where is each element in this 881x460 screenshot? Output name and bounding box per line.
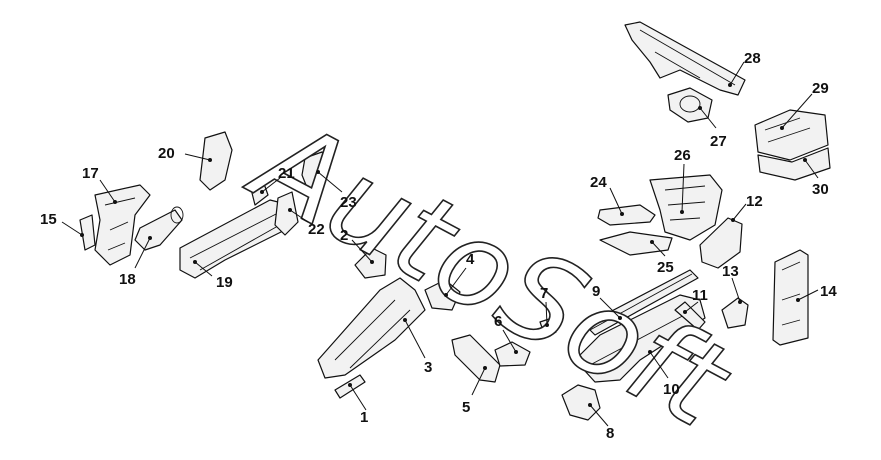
callout-label-8: 8 <box>606 425 614 442</box>
callout-27: 27 <box>698 106 727 150</box>
callout-15: 15 <box>40 211 84 237</box>
part-14-drawing <box>772 249 809 346</box>
callout-label-10: 10 <box>663 381 680 398</box>
callout-label-6: 6 <box>494 313 502 330</box>
callout-label-13: 13 <box>722 263 739 280</box>
callout-label-7: 7 <box>540 285 548 302</box>
callout-14: 14 <box>796 283 837 302</box>
callout-label-21: 21 <box>278 165 295 182</box>
callout-13: 13 <box>722 263 742 304</box>
callout-30: 30 <box>803 158 829 198</box>
callout-20: 20 <box>158 145 212 162</box>
callout-1: 1 <box>348 383 368 426</box>
callout-label-23: 23 <box>340 194 357 211</box>
part-19-drawing <box>179 177 296 279</box>
callout-19: 19 <box>193 260 233 291</box>
callouts: 1 2 3 4 5 6 7 <box>40 50 837 442</box>
part-12-drawing <box>699 217 743 269</box>
part-30-drawing <box>757 147 831 181</box>
callout-label-22: 22 <box>308 221 325 238</box>
part-24-drawing <box>597 204 656 226</box>
callout-label-27: 27 <box>710 133 727 150</box>
part-25-drawing <box>599 231 673 256</box>
part-7-drawing <box>539 317 557 337</box>
part-17-drawing <box>79 184 151 266</box>
callout-label-24: 24 <box>590 174 607 191</box>
part-23-drawing <box>301 151 331 191</box>
part-13-drawing <box>721 297 749 329</box>
callout-10: 10 <box>648 350 680 398</box>
callout-22: 22 <box>288 208 325 238</box>
callout-26: 26 <box>674 147 691 214</box>
callout-label-19: 19 <box>216 274 233 291</box>
part-28-drawing <box>624 21 746 96</box>
callout-label-29: 29 <box>812 80 829 97</box>
callout-9: 9 <box>592 283 622 320</box>
part-22-drawing <box>274 191 299 236</box>
callout-label-14: 14 <box>820 283 837 300</box>
watermark: AutoSoft <box>228 89 753 456</box>
callout-4: 4 <box>444 251 475 297</box>
callout-label-9: 9 <box>592 283 600 300</box>
part-27-drawing <box>667 87 713 123</box>
callout-label-26: 26 <box>674 147 691 164</box>
callout-29: 29 <box>780 80 829 130</box>
callout-18: 18 <box>119 236 152 288</box>
callout-label-2: 2 <box>340 227 348 244</box>
part-20-drawing <box>199 131 233 191</box>
callout-label-17: 17 <box>82 165 99 182</box>
callout-label-18: 18 <box>119 271 136 288</box>
callout-11: 11 <box>683 287 708 314</box>
part-9-drawing <box>584 269 699 336</box>
callout-12: 12 <box>731 193 763 222</box>
callout-24: 24 <box>590 174 624 216</box>
callout-25: 25 <box>650 240 674 276</box>
part-6-drawing <box>494 341 531 367</box>
part-8-drawing <box>561 384 601 421</box>
part-11-drawing <box>674 301 706 331</box>
part-26-drawing <box>649 174 723 241</box>
callout-17: 17 <box>82 165 117 204</box>
part-18-drawing <box>134 206 184 251</box>
callout-label-20: 20 <box>158 145 175 162</box>
callout-label-28: 28 <box>744 50 761 67</box>
callout-label-4: 4 <box>466 251 475 268</box>
callout-label-12: 12 <box>746 193 763 210</box>
callout-8: 8 <box>588 403 614 442</box>
callout-21: 21 <box>260 165 295 194</box>
callout-label-25: 25 <box>657 259 674 276</box>
watermark-text: AutoSoft <box>229 90 753 456</box>
part-10-drawing <box>574 294 706 383</box>
part-3-drawing <box>317 277 426 379</box>
callout-5: 5 <box>462 366 487 416</box>
callout-label-5: 5 <box>462 399 470 416</box>
callout-label-15: 15 <box>40 211 57 228</box>
part-29-drawing <box>754 109 829 161</box>
callout-label-3: 3 <box>424 359 432 376</box>
callout-23: 23 <box>316 170 357 211</box>
callout-2: 2 <box>340 227 374 264</box>
part-drawings <box>79 21 831 421</box>
callout-7: 7 <box>540 285 549 327</box>
callout-28: 28 <box>728 50 761 87</box>
part-5-drawing <box>451 334 501 383</box>
callout-label-30: 30 <box>812 181 829 198</box>
callout-label-11: 11 <box>692 287 708 304</box>
callout-label-1: 1 <box>360 409 368 426</box>
callout-3: 3 <box>403 318 432 376</box>
callout-6: 6 <box>494 313 518 354</box>
